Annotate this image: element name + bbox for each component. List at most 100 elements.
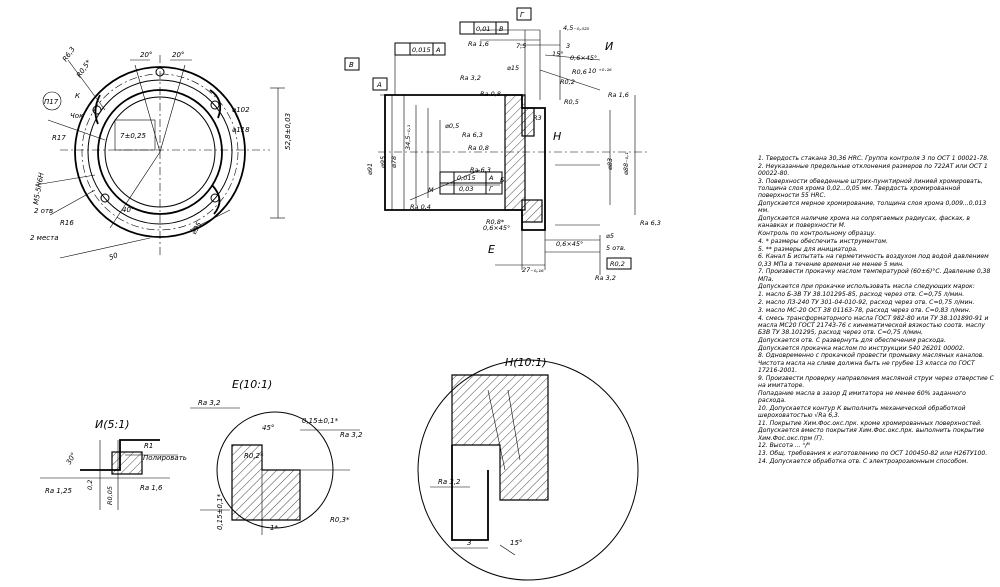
label-e: Е	[488, 243, 495, 256]
detail-i-ra125: Ra 1,25	[45, 487, 73, 495]
tol-003: 0,03	[459, 185, 473, 193]
tol-0015-ref: А	[435, 46, 440, 54]
note-line: 13. Общ. требования к изготовлению по ОС…	[758, 450, 988, 458]
note-line: 12. Высота ... ⁿ/ᴺ	[758, 442, 811, 450]
detail-h-title: Н(10:1)	[505, 356, 547, 369]
ra32b: Ra 3,2	[595, 274, 616, 282]
ra16-top: Ra 1,6	[468, 40, 489, 48]
detail-i-angle30: 30°	[65, 451, 78, 466]
ra04: Ra 0,4	[410, 203, 431, 211]
two-holes: 2 отв	[34, 207, 53, 215]
detail-e-015b: 0,15±0,1*	[216, 493, 224, 530]
detail-e-45deg: 45°	[262, 424, 274, 432]
detail-e-1: 1*	[270, 524, 278, 532]
note-line: 6. Канал Б испытать на герметичность воз…	[758, 253, 989, 268]
note-line: 2. Неуказанные предельные отклонения раз…	[758, 162, 988, 177]
note-line: 14. Допускается обработка отв. С электро…	[758, 457, 969, 465]
dim-88: ⌀88₋₀,₁	[622, 152, 630, 175]
note-line: 7. Произвести прокачку маслом температур…	[758, 268, 991, 283]
technical-notes: 1. Твердость стакана 30,36 HRC. Группа к…	[758, 155, 996, 466]
dim-5: ⌀5	[606, 232, 614, 240]
label-m: М	[428, 186, 434, 194]
ra08: Ra 0,8	[480, 90, 501, 98]
label-r17: R17	[52, 134, 66, 142]
label-h: Н	[553, 130, 561, 143]
note-line: Допускается вместо покрытия Хим.Фос.окс.…	[758, 427, 985, 442]
section-view: В А Г 0,015 А 0,01 В Ra 1,6 Ra 3,2 Ra 0,…	[344, 7, 661, 282]
dim-15-dia: ⌀15	[507, 64, 519, 72]
note-line: 9. Произвести проверку направления масля…	[758, 374, 994, 389]
dim-95-sec: ⌀95	[379, 156, 387, 168]
dim-75: 7,5	[516, 42, 526, 50]
ra63: Ra 6,3	[462, 131, 483, 139]
note-line: 4. * размеры обеспечить инструментом.	[758, 237, 888, 245]
note-line: 4. смесь трансформаторного масла ГОСТ 98…	[758, 314, 989, 336]
detail-i-ra16: Ra 1,6	[140, 484, 163, 492]
tol-0015: 0,015	[412, 46, 431, 54]
five-holes: 5 отв.	[606, 244, 626, 252]
dim-3: 3	[566, 42, 570, 50]
detail-e-title: Е(10:1)	[232, 378, 272, 391]
label-chk: Чок	[70, 112, 84, 120]
note-line: 8. Одновременно с прокачкой провести про…	[758, 352, 985, 374]
detail-e-ra32: Ra 3,2	[198, 399, 221, 407]
note-line: Контроль по контрольному образцу.	[758, 230, 877, 237]
note-line: 11. Покрытие Хим.Фос.окс.прк. кроме хром…	[758, 419, 982, 427]
dim-r06: R0,6	[572, 68, 587, 76]
tol-0015b: 0,015	[457, 174, 476, 182]
tag-r05: R0,5	[564, 98, 579, 106]
dim-r02-box: R0,2	[610, 260, 625, 268]
detail-h-ra32: Ra 3,2	[438, 478, 461, 486]
dim-06x45b: 0,6×45°	[483, 224, 510, 232]
dim-50: 50	[108, 251, 120, 262]
angle-20-right: 20°	[172, 51, 184, 59]
detail-i-r005: R0,05	[106, 486, 114, 505]
detail-callout: П17	[44, 98, 59, 106]
note-line: 3. Поверхности обведенные штрих-пунктирн…	[758, 177, 983, 200]
dim-06x45: 0,6×45°	[570, 54, 597, 62]
detail-h-angle15: 15°	[510, 539, 522, 547]
detail-i-r1: R1	[144, 442, 153, 450]
note-line: 10. Допускается контур К выполнить механ…	[758, 404, 966, 419]
dim-r08: R0,8*	[486, 218, 505, 226]
frame-g: Г	[520, 11, 525, 19]
dia-102: ⌀102	[232, 106, 250, 114]
frame-b: В	[349, 61, 354, 69]
label-k: К	[75, 92, 81, 100]
note-line: 1. Твердость стакана 30,36 HRC. Группа к…	[758, 155, 989, 162]
dim-r3: R3	[533, 114, 542, 122]
detail-h-dim3: 3	[467, 539, 471, 547]
detail-i-polish: Полировать	[143, 454, 187, 462]
dia-95-main: ⌀95	[190, 220, 204, 236]
detail-e-ra32b: Ra 3,2	[340, 431, 363, 439]
detail-i: И(5:1) R1 Полировать 30° Ra 1,25 Ra 1,6 …	[40, 418, 187, 510]
label-i: И	[605, 40, 613, 53]
note-line: 2. масло ЛЗ-240 ТУ 301-04-010-92, расход…	[758, 298, 975, 306]
r-note-2: R0,5*	[75, 58, 93, 79]
detail-i-dim02: 0,2	[86, 480, 94, 490]
ra63r: Ra 6,3	[640, 219, 661, 227]
note-line: Допускается отв. С развернуть для обеспе…	[758, 336, 946, 344]
note-line: Допускается при прокачке использовать ма…	[758, 283, 975, 291]
label-7pm: 7±0,25	[120, 132, 146, 140]
detail-e: Е(10:1) Ra 3,2 Ra 3,2 45° 0,15±0,1* R0,2…	[190, 378, 363, 535]
note-line: Допускается прокачка маслом по инструкци…	[758, 344, 965, 352]
ra16r: Ra 1,6	[608, 91, 629, 99]
frame-a: А	[376, 81, 382, 89]
angle-20-left: 20°	[140, 51, 152, 59]
dim-345: 34,5₋₀,₁	[404, 124, 412, 150]
note-line: Допускается мерное хромирование, толщина…	[758, 200, 987, 215]
ra08b: Ra 0,8	[468, 144, 489, 152]
note-line: Попадание масла в зазор Д имитатора не м…	[758, 389, 966, 404]
two-places: 2 места	[30, 234, 58, 242]
dim-r02-top: R0,2	[560, 78, 575, 86]
dim-83: ⌀83	[606, 158, 614, 170]
ra63b: Ra 6,3	[470, 166, 491, 174]
detail-h: Н(10:1) Ra 3,2 3 15°	[417, 356, 639, 581]
ra32: Ra 3,2	[460, 74, 481, 82]
dim-52: 52,8±0,03	[284, 113, 292, 150]
r16: R16	[60, 219, 74, 227]
dim-05: ⌀0,5	[445, 122, 459, 130]
tol-001-ref: В	[499, 25, 504, 33]
